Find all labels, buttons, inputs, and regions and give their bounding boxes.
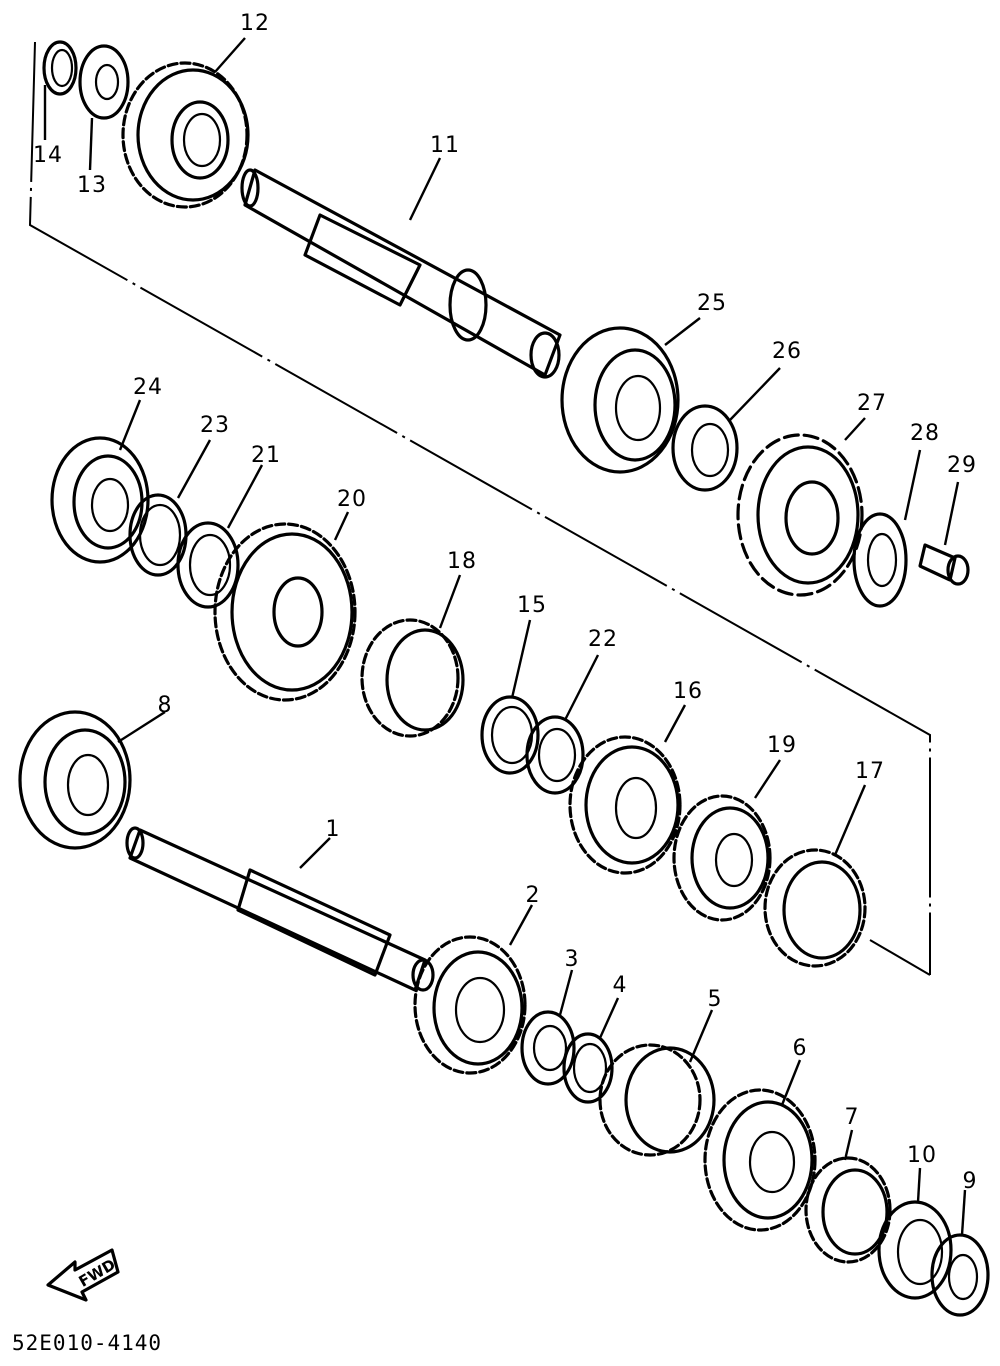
washer-21 xyxy=(176,521,240,609)
circlip-4 xyxy=(562,1032,614,1104)
main-shaft-11 xyxy=(240,168,562,379)
label-27: 27 xyxy=(857,391,887,416)
label-6: 6 xyxy=(793,1036,808,1061)
label-29: 29 xyxy=(947,453,977,478)
label-5: 5 xyxy=(708,987,723,1012)
label-23: 23 xyxy=(200,413,230,438)
label-16: 16 xyxy=(673,679,703,704)
fwd-arrow-icon: FWD xyxy=(46,1248,120,1302)
bearing-24 xyxy=(50,436,150,564)
gear-20 xyxy=(213,522,357,702)
bolt-29 xyxy=(918,543,970,586)
oil-seal-9 xyxy=(930,1233,990,1317)
gear-16 xyxy=(568,735,682,875)
label-21: 21 xyxy=(251,443,281,468)
gear-7 xyxy=(804,1156,892,1264)
lock-washer-28 xyxy=(852,512,908,608)
bearing-8 xyxy=(18,710,132,850)
label-8: 8 xyxy=(158,693,173,718)
label-12: 12 xyxy=(240,11,270,36)
washer-22 xyxy=(525,715,585,795)
label-2: 2 xyxy=(526,883,541,908)
circlip-14 xyxy=(42,40,78,96)
gear-5 xyxy=(598,1043,716,1157)
gear-6 xyxy=(703,1088,817,1232)
label-25: 25 xyxy=(697,291,727,316)
label-18: 18 xyxy=(447,549,477,574)
gear-12 xyxy=(121,61,250,209)
bearing-25 xyxy=(560,326,680,474)
label-7: 7 xyxy=(845,1105,860,1130)
label-11: 11 xyxy=(430,133,460,158)
label-24: 24 xyxy=(133,375,163,400)
label-15: 15 xyxy=(517,593,547,618)
washer-13 xyxy=(78,44,130,120)
gear-19 xyxy=(672,794,772,922)
label-13: 13 xyxy=(77,173,107,198)
label-3: 3 xyxy=(565,947,580,972)
oil-seal-26 xyxy=(671,404,739,492)
gear-2 xyxy=(413,935,527,1075)
assembly-frame-line xyxy=(28,41,931,975)
label-20: 20 xyxy=(337,487,367,512)
diagram-code: 52E010-4140 xyxy=(12,1331,162,1355)
label-22: 22 xyxy=(588,627,618,652)
label-1: 1 xyxy=(326,817,341,842)
label-14: 14 xyxy=(33,143,63,168)
leader-lines xyxy=(43,37,967,1236)
gear-18 xyxy=(360,618,465,738)
assembly-frame-bottom xyxy=(869,939,931,976)
label-19: 19 xyxy=(767,733,797,758)
gear-17 xyxy=(763,848,867,968)
label-9: 9 xyxy=(963,1169,978,1194)
bearing-10 xyxy=(877,1200,953,1300)
label-17: 17 xyxy=(855,759,885,784)
sprocket-27 xyxy=(736,433,864,597)
label-26: 26 xyxy=(772,339,802,364)
washer-3 xyxy=(520,1010,576,1086)
drive-axle-1 xyxy=(125,826,435,992)
label-10: 10 xyxy=(907,1143,937,1168)
label-28: 28 xyxy=(910,421,940,446)
label-4: 4 xyxy=(613,973,628,998)
